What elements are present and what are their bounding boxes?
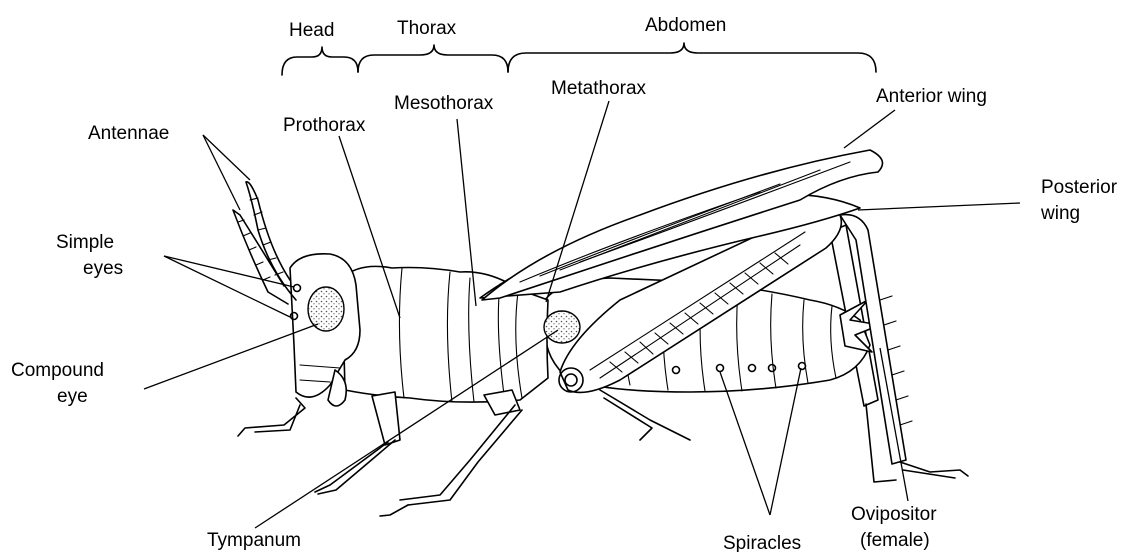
posterior-wing-label-line1: Posterior [1041, 177, 1118, 198]
simple-eyes-label-line1: Simple [56, 232, 114, 253]
region-brackets [282, 43, 876, 75]
ovipositor-label-line1: Ovipositor [851, 504, 937, 525]
compound-eye-label-line2: eye [57, 386, 88, 407]
thorax-bracket [358, 45, 508, 72]
simple-eyes-label-line2: eyes [83, 258, 123, 279]
tympanum [544, 311, 580, 343]
region-abdomen-label: Abdomen [645, 15, 726, 36]
prothorax-label: Prothorax [283, 115, 366, 136]
tympanum-label: Tympanum [207, 530, 301, 551]
posterior-wing-label-line2: wing [1040, 203, 1080, 224]
antennae-label: Antennae [88, 123, 169, 144]
head-bracket [282, 47, 358, 75]
antenna-2 [233, 210, 288, 304]
abdomen-bracket [508, 43, 876, 72]
anterior-wing-label: Anterior wing [876, 86, 987, 107]
mesothorax-label: Mesothorax [394, 93, 494, 114]
grasshopper-body [233, 150, 968, 516]
region-thorax-label: Thorax [397, 18, 457, 39]
spiracles-label: Spiracles [723, 533, 801, 552]
ovipositor-label-line2: (female) [860, 530, 930, 551]
compound-eye [308, 287, 344, 331]
region-head-label: Head [289, 20, 334, 41]
metathorax-label: Metathorax [551, 78, 647, 99]
compound-eye-label-line1: Compound [11, 360, 104, 381]
